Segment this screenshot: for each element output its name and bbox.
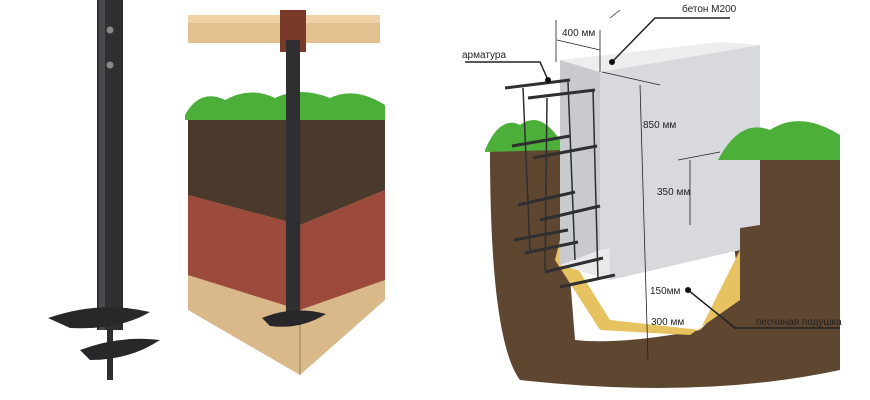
rebar-label: арматура xyxy=(462,50,507,61)
total-height-label: 850 мм xyxy=(643,120,677,131)
screw-pile xyxy=(48,0,160,380)
concrete-grade-label: бетон М200 xyxy=(682,4,737,15)
dimension-lines xyxy=(465,9,840,361)
above-ground-height-label: 350 мм xyxy=(657,187,691,198)
sand-depth-label: 300 мм xyxy=(651,317,685,328)
width-dimension-label: 400 мм xyxy=(562,28,596,39)
soil-block-with-pile xyxy=(185,10,385,375)
rebar-cage xyxy=(504,78,616,289)
strip-foundation xyxy=(465,9,840,388)
sand-cushion-label: песчаная подушка xyxy=(756,317,842,328)
footing-height-label: 150мм xyxy=(650,286,681,297)
